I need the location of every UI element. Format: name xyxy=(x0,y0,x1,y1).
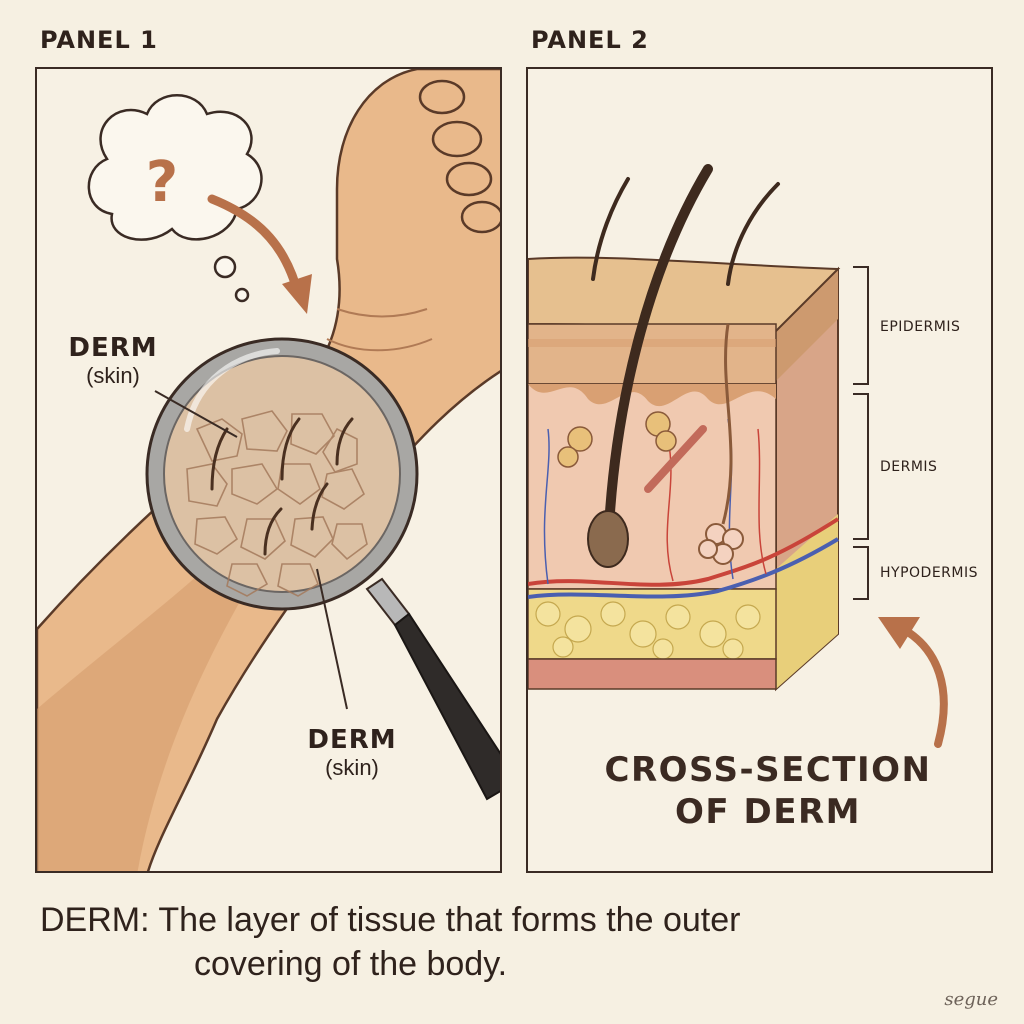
hair-shafts xyxy=(591,164,780,554)
fingers xyxy=(418,79,500,234)
leader-line-lower xyxy=(316,568,348,710)
definition-line-1: DERM: The layer of tissue that forms the… xyxy=(40,901,741,939)
cross-section-caption-line2: OF DERM xyxy=(675,792,861,832)
derm-label-lower-term: DERM xyxy=(307,725,397,755)
derm-label-upper-term: DERM xyxy=(68,333,158,363)
derm-label-upper: DERM (skin) xyxy=(53,333,173,389)
hair-follicle xyxy=(587,510,629,568)
skin-texture xyxy=(186,410,368,597)
panel-2: EPIDERMIS DERMIS HYPODERMIS CROSS-SECTIO… xyxy=(526,67,993,873)
layer-label-dermis: DERMIS xyxy=(880,459,938,475)
artery xyxy=(528,517,840,587)
panel-1-title: PANEL 1 xyxy=(40,26,158,54)
magnifier-handle xyxy=(365,577,500,801)
layer-brackets xyxy=(853,266,869,600)
hair-strands xyxy=(210,417,354,556)
vein xyxy=(528,537,840,599)
definition-text: DERM: The layer of tissue that forms the… xyxy=(40,898,1000,986)
sweat-duct xyxy=(721,323,733,525)
layer-label-epidermis: EPIDERMIS xyxy=(880,319,961,335)
artist-signature: segue xyxy=(944,989,998,1010)
skin-cross-section xyxy=(528,164,948,748)
cross-section-caption: CROSS-SECTION OF DERM xyxy=(598,749,938,833)
question-mark-icon: ? xyxy=(146,150,178,215)
arrector-muscle xyxy=(644,425,707,493)
layer-label-hypodermis: HYPODERMIS xyxy=(880,565,978,581)
derm-label-upper-note: (skin) xyxy=(86,363,140,388)
panel-1: ? xyxy=(35,67,502,873)
sebaceous-gland xyxy=(557,411,677,468)
cross-section-caption-line1: CROSS-SECTION xyxy=(604,750,932,790)
derm-label-lower-note: (skin) xyxy=(325,755,379,780)
caption-arrow xyxy=(899,625,948,748)
definition-line-2: covering of the body. xyxy=(194,945,508,983)
arm-illustration: ? xyxy=(37,69,500,871)
epidermis-layer xyxy=(528,323,777,385)
arm-shadow xyxy=(37,527,266,871)
derm-label-lower: DERM (skin) xyxy=(282,725,422,781)
leader-line-upper xyxy=(154,390,238,438)
sweat-gland xyxy=(698,523,744,565)
panel-2-title: PANEL 2 xyxy=(531,26,649,54)
